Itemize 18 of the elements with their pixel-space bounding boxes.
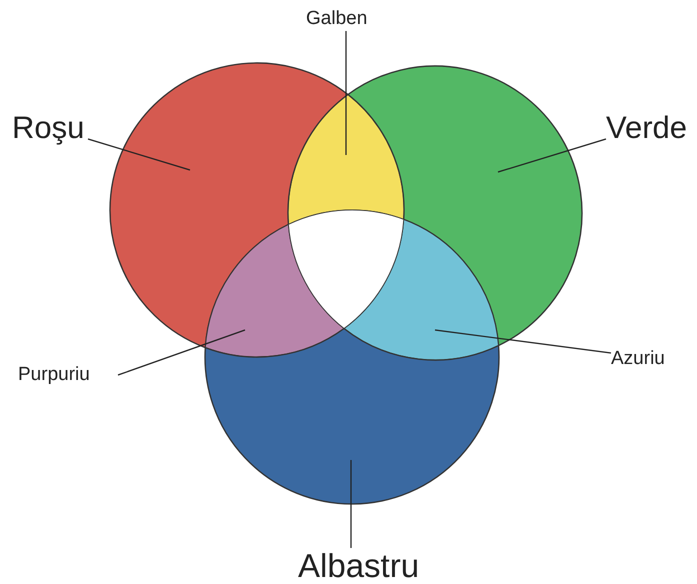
leader-line <box>88 138 190 171</box>
color-label: Roşu <box>12 112 84 143</box>
overlap-region <box>344 218 500 360</box>
color-label: Azuriu <box>611 349 665 368</box>
leader-line <box>345 31 347 155</box>
color-label: Albastru <box>298 549 420 582</box>
overlap-region <box>204 224 345 358</box>
color-region <box>110 62 349 348</box>
leader-line <box>350 460 352 548</box>
color-label: Verde <box>606 112 688 143</box>
leader-line <box>498 138 606 173</box>
overlap-region <box>288 94 404 225</box>
leader-line <box>118 329 246 376</box>
color-label: Galben <box>306 9 368 28</box>
color-region <box>204 328 500 505</box>
color-label: Purpuriu <box>18 365 90 384</box>
color-region <box>347 65 583 346</box>
center-region <box>288 210 404 329</box>
